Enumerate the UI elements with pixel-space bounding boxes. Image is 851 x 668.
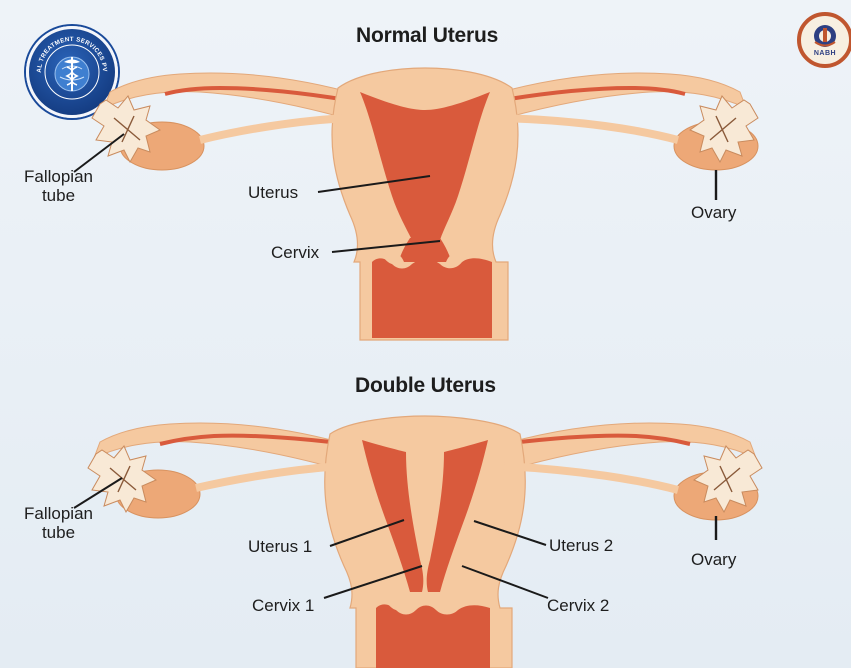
cervix-1-label: Cervix 1 — [252, 596, 314, 615]
fallopian-tube-label-double: Fallopian tube — [24, 504, 93, 542]
left-ovarian-ligament-2 — [196, 466, 346, 488]
right-ovarian-ligament-2 — [504, 466, 678, 490]
cervix-2-label: Cervix 2 — [547, 596, 609, 615]
fallopian-label-line2-2: tube — [24, 523, 93, 542]
fallopian-label-line1-2: Fallopian — [24, 504, 93, 523]
vaginal-canal-2 — [376, 604, 490, 668]
uterus-2-label: Uterus 2 — [549, 536, 613, 555]
ovary-label-double: Ovary — [691, 550, 736, 569]
uterus-1-label: Uterus 1 — [248, 537, 312, 556]
